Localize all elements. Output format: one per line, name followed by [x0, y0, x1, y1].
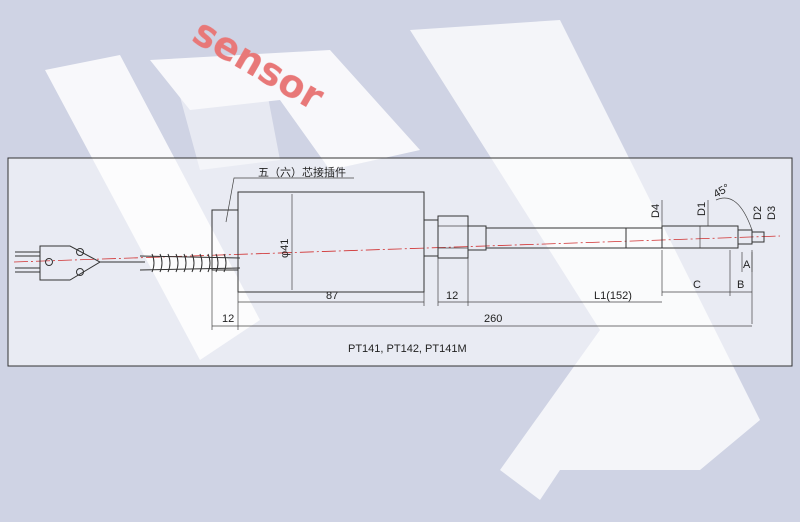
- dim-c: C: [693, 279, 701, 291]
- dim-d2: D2: [752, 206, 764, 220]
- centerline: [13, 235, 781, 263]
- dim-body-length: 87: [326, 290, 338, 302]
- cable-spring: [139, 253, 241, 273]
- dim-d1: D1: [696, 202, 708, 216]
- plug-connector: [15, 245, 145, 281]
- probe-stem: [485, 225, 765, 249]
- dim-d3: D3: [766, 206, 778, 220]
- connector-label: 五（六）芯接插件: [258, 165, 346, 179]
- dim-a: A: [743, 259, 751, 271]
- dim-d4: D4: [650, 204, 662, 218]
- drawing-frame: [7, 157, 793, 367]
- dim-body-diameter: φ41: [279, 239, 291, 258]
- model-caption: PT141, PT142, PT141M: [348, 343, 467, 355]
- dim-nut-length: 12: [446, 290, 458, 302]
- dim-b: B: [737, 279, 744, 291]
- dim-overall-length: 260: [484, 313, 502, 325]
- dim-left-offset: 12: [222, 313, 234, 325]
- dim-stem-length: L1(152): [594, 290, 632, 302]
